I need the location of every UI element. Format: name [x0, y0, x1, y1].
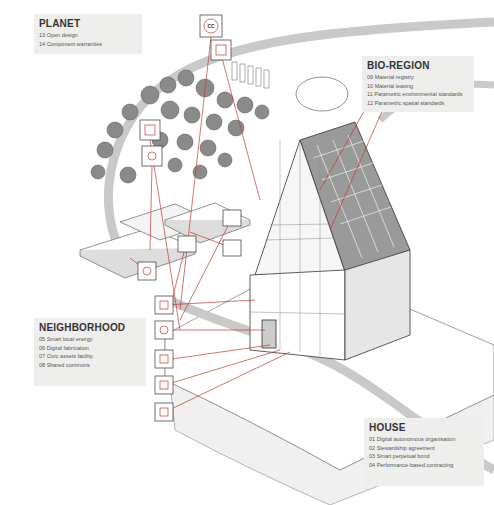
tree [178, 70, 194, 86]
leader-line [150, 140, 180, 330]
panel-item: 06 Digital fabrication [39, 344, 141, 353]
leader-lines [130, 37, 387, 412]
house [250, 122, 410, 360]
icon-glyph [216, 45, 226, 55]
panel-heading: HOUSE [369, 422, 479, 433]
tree [168, 158, 182, 172]
icon-box [223, 210, 241, 226]
tree [184, 107, 200, 123]
tree [255, 105, 269, 119]
panel-row [232, 62, 237, 80]
icon-glyph [143, 267, 151, 275]
panel-item: 14 Component warranties [39, 40, 137, 49]
panel-heading: BIO-REGION [367, 60, 469, 71]
door [262, 320, 276, 348]
icon-glyph [145, 125, 155, 135]
icon-box [140, 120, 160, 140]
tree [161, 101, 179, 119]
leader-line [165, 350, 280, 385]
icon-box [155, 321, 173, 339]
leader-line [165, 300, 255, 305]
panel-heading: NEIGHBORHOOD [39, 322, 141, 333]
lake [296, 77, 348, 111]
info-panel: BIO-REGION 09 Material registry10 Materia… [362, 56, 474, 112]
tree [228, 120, 244, 136]
icon-box [155, 376, 173, 394]
leader-line [165, 352, 290, 412]
tree [122, 104, 138, 120]
leader-line [330, 100, 387, 230]
panel-row [264, 70, 269, 88]
icon-box [155, 350, 173, 368]
icon-glyph [148, 152, 156, 160]
panel-item: 04 Performance-based contracting [369, 461, 479, 470]
leader-line [150, 165, 152, 250]
panel-heading: PLANET [39, 18, 137, 29]
panel-item: 08 Shared commons [39, 361, 141, 370]
icon-box [138, 262, 156, 280]
terrain-top [165, 262, 494, 470]
tree [206, 114, 222, 130]
tree [160, 77, 176, 93]
icon-box [223, 240, 241, 256]
leader-line [222, 58, 260, 200]
icon-box [178, 236, 196, 252]
tree [200, 140, 216, 156]
leader-line [172, 244, 186, 300]
icon-glyphs [143, 45, 392, 416]
panel-row [256, 68, 261, 86]
panel-item: 10 Material leasing [367, 82, 469, 91]
info-panel: PLANET 13 Open design14 Component warrant… [34, 14, 142, 54]
tree [120, 167, 136, 183]
info-panel: HOUSE01 Digital autonomous organisation0… [364, 418, 484, 486]
icon-boxes [138, 15, 397, 421]
panel-item: 07 Civic assets facility [39, 352, 141, 361]
leader-line [165, 330, 265, 331]
icon-box [211, 40, 231, 60]
tree [218, 153, 232, 167]
leader-line [180, 218, 232, 320]
info-panel: NEIGHBORHOOD 05 Smart local energy06 Digi… [34, 318, 146, 386]
panel-row [240, 64, 245, 82]
panel-item: 02 Stewardship agreement [369, 444, 479, 453]
frame-line [250, 140, 345, 356]
icon-glyph [160, 326, 168, 334]
icon-box [200, 15, 222, 37]
tree [107, 122, 123, 138]
icon-box [155, 296, 173, 314]
icon-glyph [160, 301, 168, 309]
panel-item: 12 Parametric spatial standards [367, 99, 469, 108]
icon-box [155, 403, 173, 421]
icon-glyph [160, 408, 168, 416]
panel-item: 13 Open design [39, 31, 137, 40]
tree-cluster [91, 70, 269, 183]
panel-row [248, 66, 253, 84]
platform-edge [80, 248, 195, 278]
panel-item: 01 Digital autonomous organisation [369, 435, 479, 444]
panel-item: 03 Smart perpetual bond [369, 452, 479, 461]
tree [217, 92, 233, 108]
tree [91, 165, 105, 179]
side-wall [345, 250, 410, 360]
tree [141, 86, 159, 104]
icon-glyph [160, 355, 168, 363]
tree [97, 142, 113, 158]
icon-box [142, 146, 162, 166]
solar-array [232, 62, 269, 88]
tree [177, 134, 193, 150]
icon-glyph [160, 381, 168, 389]
panel-item: 05 Smart local energy [39, 335, 141, 344]
neighborhood-platforms [80, 203, 250, 278]
icon-label: CC [201, 23, 221, 29]
front-wall [250, 270, 345, 360]
tree [237, 97, 253, 113]
panel-item: 09 Material registry [367, 73, 469, 82]
panel-item: 11 Parametric environmental standards [367, 90, 469, 99]
